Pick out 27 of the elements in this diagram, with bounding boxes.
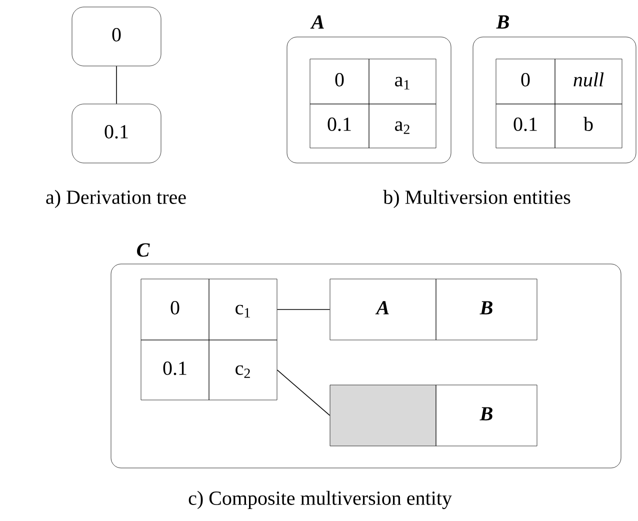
version-box: 0.1 xyxy=(72,104,162,164)
table-cell: 0 xyxy=(496,58,556,104)
table-cell: 0.1 xyxy=(496,104,556,148)
table-cell: B xyxy=(436,384,538,446)
entity-heading: A xyxy=(310,15,324,29)
table-cell: b xyxy=(554,104,622,148)
table-cell: A xyxy=(330,278,436,340)
connector xyxy=(276,370,330,416)
table-cell: B xyxy=(436,278,538,340)
shaded-cell xyxy=(330,384,436,446)
connector xyxy=(116,66,117,104)
table-cell: a$_{1}$ xyxy=(368,58,436,104)
table-cell: 0.1 xyxy=(310,104,370,148)
table-cell: null xyxy=(554,58,622,104)
table-cell: 0 xyxy=(140,278,210,340)
table-cell: c$_{1}$ xyxy=(208,278,278,340)
table-cell: 0.1 xyxy=(140,340,210,400)
caption: a) Derivation tree xyxy=(46,190,186,208)
caption: b) Multiversion entities xyxy=(383,190,570,208)
table-cell: c$_{2}$ xyxy=(208,340,278,400)
table-cell: a$_{2}$ xyxy=(368,104,436,148)
version-box: 0 xyxy=(72,6,162,66)
table-cell: 0 xyxy=(310,58,370,104)
entity-heading: C xyxy=(137,243,150,257)
entity-heading: B xyxy=(496,15,509,29)
connector xyxy=(276,309,330,310)
caption: c) Composite multiversion entity xyxy=(188,490,452,510)
